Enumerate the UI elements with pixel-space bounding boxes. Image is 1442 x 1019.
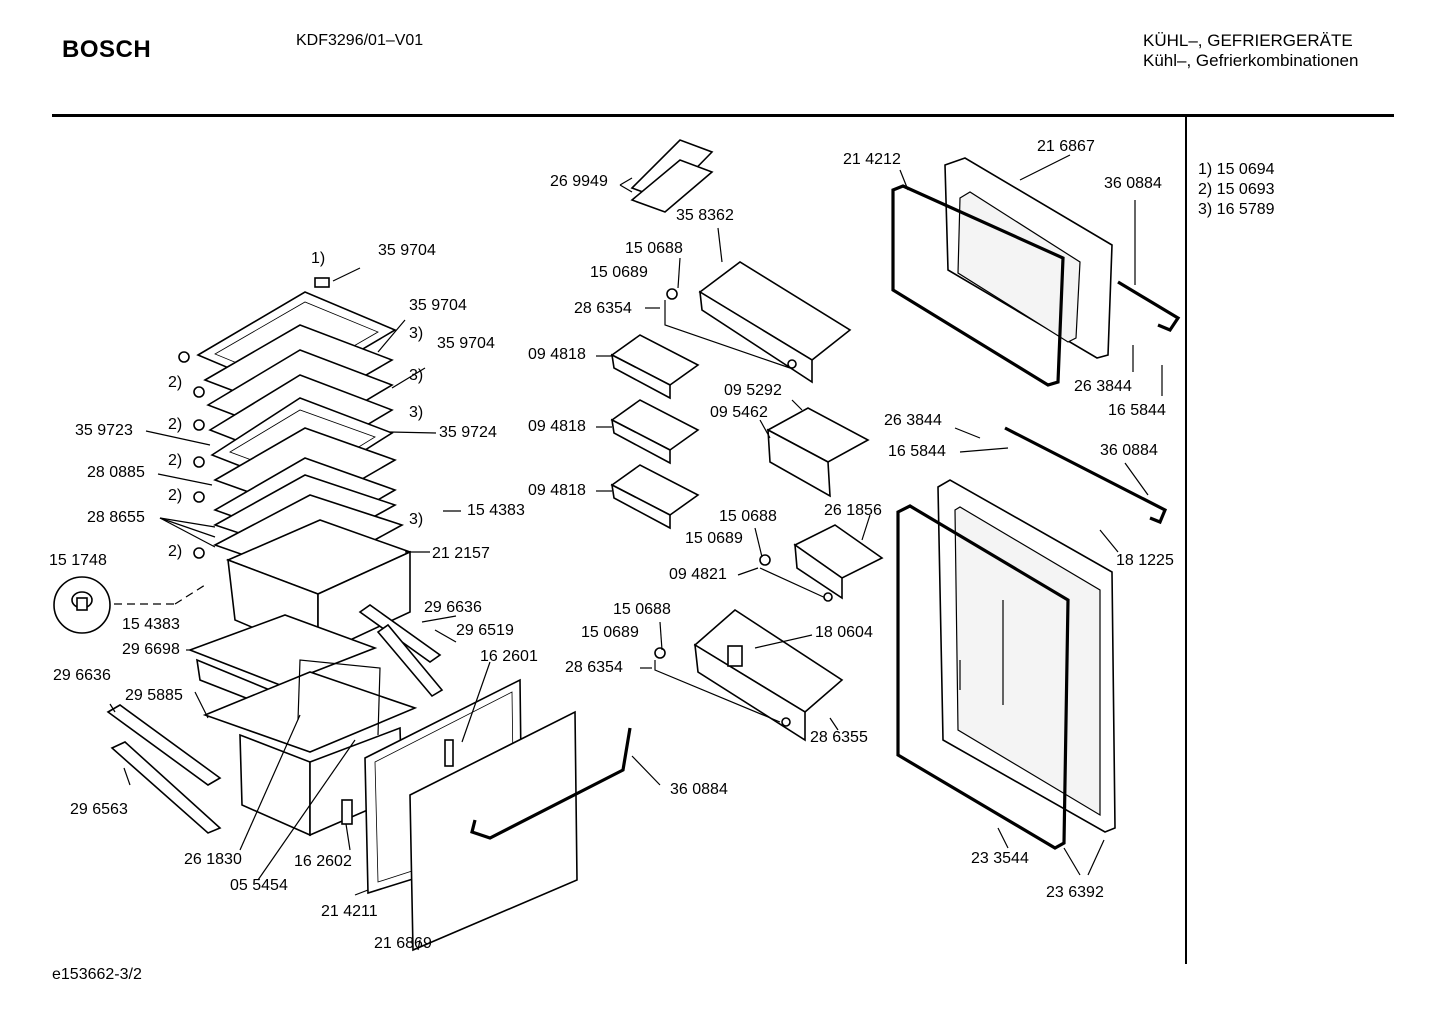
part-label: 15 0688 [625,240,683,257]
footnote-1: 1) 15 0694 [1198,161,1275,178]
part-label: 26 3844 [884,412,942,429]
fridge-door-assembly [896,426,1168,850]
part-label: 09 4821 [669,566,727,583]
door-bottle-shelf-top [698,261,852,384]
part-label: 2) [168,416,183,433]
part-label: 29 6519 [456,622,514,639]
door-shelf-medium [793,524,884,600]
brand-logo: BOSCH [62,36,152,63]
part-label: 15 0689 [581,624,639,641]
part-label: 28 6355 [810,729,868,746]
egg-trays [630,139,714,213]
category-title: KÜHL–, GEFRIERGERÄTE [1143,31,1353,50]
part-label: 28 6354 [574,300,632,317]
bottle-holder [766,407,870,498]
glass-shelf-stack [196,291,405,578]
part-label: 35 9704 [437,335,495,352]
part-label: 15 4383 [467,502,525,519]
thermostat-knob [53,576,206,634]
freezer-drawer-front [341,678,632,952]
part-label: 21 6867 [1037,138,1095,155]
part-label: 28 8655 [87,509,145,526]
part-label: 3) [409,367,424,384]
part-label: 16 2601 [480,648,538,665]
part-label: 18 1225 [1116,552,1174,569]
part-label: 09 5292 [724,382,782,399]
part-label: 29 6563 [70,801,128,818]
model-number: KDF3296/01–V01 [296,32,424,49]
door-shelves-small [610,334,700,530]
retaining-wires [654,288,833,727]
part-label: 16 2602 [294,853,352,870]
part-label: 1) [311,250,326,267]
part-label: 35 9704 [409,297,467,314]
drawer-rails [106,604,444,834]
part-label: 35 9704 [378,242,436,259]
part-label: 26 1830 [184,851,242,868]
part-label: 2) [168,452,183,469]
part-label: 35 8362 [676,207,734,224]
part-label: 26 9949 [550,173,608,190]
part-label: 15 0689 [590,264,648,281]
footnote-divider [1185,117,1187,964]
part-label: 26 1856 [824,502,882,519]
part-label: 21 4212 [843,151,901,168]
part-label: 09 4818 [528,418,586,435]
document-id: e153662-3/2 [52,966,142,983]
part-label: 21 6869 [374,935,432,952]
part-label: 36 0884 [670,781,728,798]
part-label: 26 3844 [1074,378,1132,395]
part-label: 3) [409,325,424,342]
part-label: 36 0884 [1100,442,1158,459]
part-label: 15 0689 [685,530,743,547]
shelf-support-clips [178,277,330,559]
part-label: 09 5462 [710,404,768,421]
part-label: 15 4383 [122,616,180,633]
part-label: 18 0604 [815,624,873,641]
part-label: 29 6698 [122,641,180,658]
footnote-2: 2) 15 0693 [1198,181,1275,198]
part-label: 2) [168,543,183,560]
door-shelf-bottom [693,608,844,742]
part-label: 29 6636 [53,667,111,684]
part-label: 15 1748 [49,552,107,569]
part-label: 2) [168,487,183,504]
freezer-door-assembly [891,157,1181,387]
leader-lines [109,154,1163,951]
part-label: 21 2157 [432,545,490,562]
part-label: 2) [168,374,183,391]
part-label: 29 6636 [424,599,482,616]
part-label: 15 0688 [719,508,777,525]
part-label: 05 5454 [230,877,288,894]
part-label: 23 6392 [1046,884,1104,901]
part-label: 09 4818 [528,482,586,499]
footnote-3: 3) 16 5789 [1198,201,1275,218]
part-label: 15 0688 [613,601,671,618]
category-subtitle: Kühl–, Gefrierkombinationen [1143,51,1359,70]
part-label: 35 9724 [439,424,497,441]
part-label: 21 4211 [321,903,378,920]
part-label: 28 6354 [565,659,623,676]
part-label: 09 4818 [528,346,586,363]
part-label: 28 0885 [87,464,145,481]
part-label: 35 9723 [75,422,133,439]
part-label: 36 0884 [1104,175,1162,192]
part-label: 23 3544 [971,850,1029,867]
part-label: 29 5885 [125,687,183,704]
part-label: 3) [409,404,424,421]
header-divider [52,114,1394,117]
part-label: 3) [409,511,424,528]
part-label: 16 5844 [1108,402,1166,419]
part-label: 16 5844 [888,443,946,460]
